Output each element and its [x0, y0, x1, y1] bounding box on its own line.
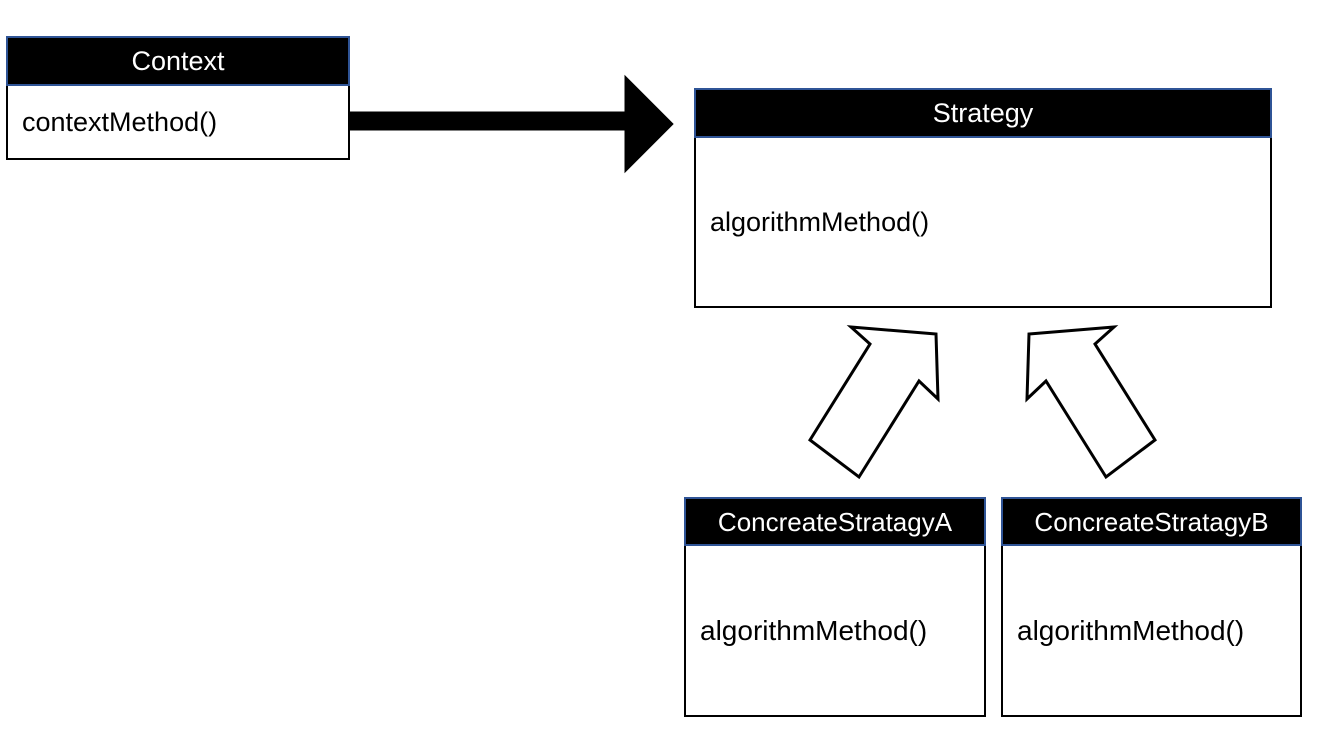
uml-class-strategy[interactable]: Strategy algorithmMethod()	[694, 88, 1272, 308]
generalization-arrow-concrete-b-to-strategy	[1025, 325, 1157, 480]
association-arrow-context-to-strategy	[346, 74, 674, 174]
uml-class-concreate-stratagy-a[interactable]: ConcreateStratagyA algorithmMethod()	[684, 497, 986, 717]
uml-class-concreate-stratagy-b-title: ConcreateStratagyB	[1001, 497, 1302, 546]
generalization-arrow-concrete-a-to-strategy	[808, 325, 940, 480]
uml-class-context-title: Context	[6, 36, 350, 86]
uml-class-concreate-stratagy-b-member-algorithmmethod: algorithmMethod()	[1001, 546, 1302, 717]
uml-class-concreate-stratagy-a-member-algorithmmethod: algorithmMethod()	[684, 546, 986, 717]
uml-class-context-member-contextmethod: contextMethod()	[6, 86, 350, 160]
uml-class-strategy-title: Strategy	[694, 88, 1272, 138]
uml-class-concreate-stratagy-a-title: ConcreateStratagyA	[684, 497, 986, 546]
uml-class-strategy-member-algorithmmethod: algorithmMethod()	[694, 138, 1272, 308]
uml-class-concreate-stratagy-b[interactable]: ConcreateStratagyB algorithmMethod()	[1001, 497, 1302, 717]
uml-class-context[interactable]: Context contextMethod()	[6, 36, 350, 160]
